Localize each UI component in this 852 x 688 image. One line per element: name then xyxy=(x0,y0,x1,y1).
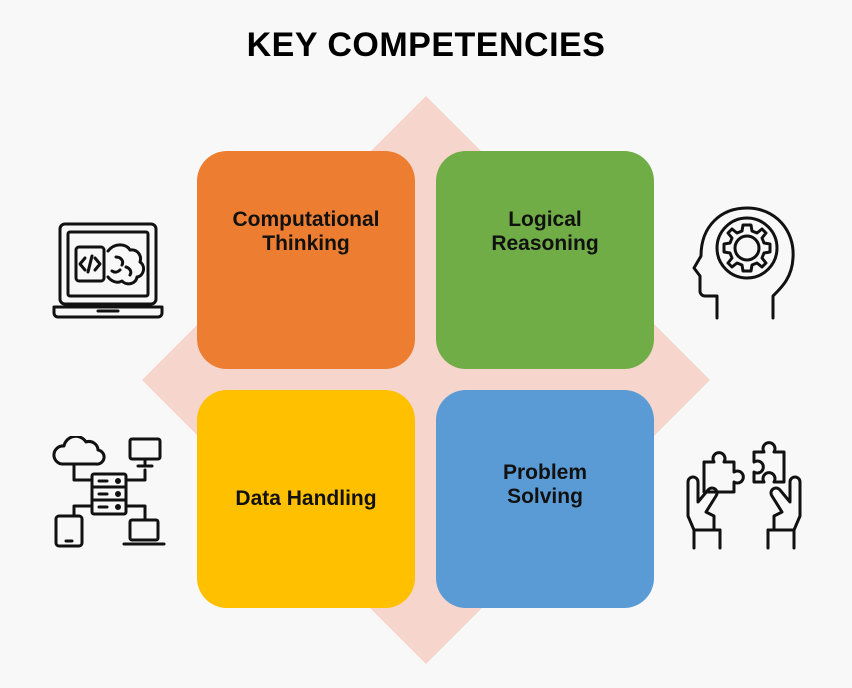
competency-card-logical-reasoning: Logical Reasoning xyxy=(436,151,654,369)
laptop-brain-code-icon xyxy=(52,222,164,319)
competency-card-computational-thinking: Computational Thinking xyxy=(197,151,415,369)
competency-label: Problem Solving xyxy=(502,460,588,508)
page-title: KEY COMPETENCIES xyxy=(246,26,606,64)
competency-card-problem-solving: Problem Solving xyxy=(436,390,654,608)
competency-label: Data Handling xyxy=(235,486,377,510)
hands-puzzle-icon xyxy=(686,441,802,550)
competency-label: Computational Thinking xyxy=(232,207,380,255)
competency-card-data-handling: Data Handling xyxy=(197,390,415,608)
competency-label: Logical Reasoning xyxy=(491,207,599,255)
head-gear-icon xyxy=(692,206,795,320)
data-network-icon xyxy=(52,436,166,548)
